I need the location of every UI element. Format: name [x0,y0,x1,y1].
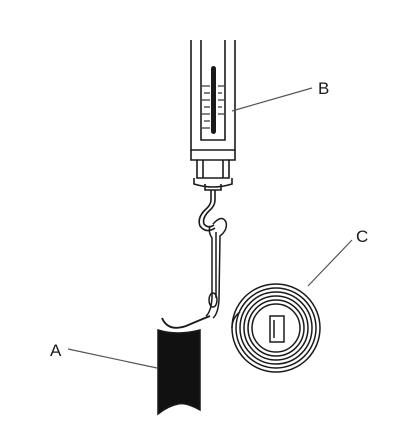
balance-cap [193,178,233,188]
balance-outer-tube [190,40,236,151]
cap-button [204,184,222,191]
sleeve-top-hook [161,315,211,329]
balance-neck [190,150,236,179]
label-b: B [318,79,329,98]
scale-graduations [202,85,224,129]
sleeve-body [157,328,201,416]
scale-slot [211,66,216,134]
balance-hook [198,190,216,232]
coil-spring [231,283,321,373]
coil-center-slot [269,315,285,343]
leader-line-a [67,348,158,369]
leader-lines [67,87,353,369]
label-c: C [356,227,368,246]
balance-inner-tube [200,40,226,141]
leader-line-c [307,239,353,287]
leader-line-b [231,87,313,112]
wire-link [205,217,228,319]
spring-balance [190,40,236,191]
sleeve-part [157,315,211,416]
label-a: A [50,341,62,360]
